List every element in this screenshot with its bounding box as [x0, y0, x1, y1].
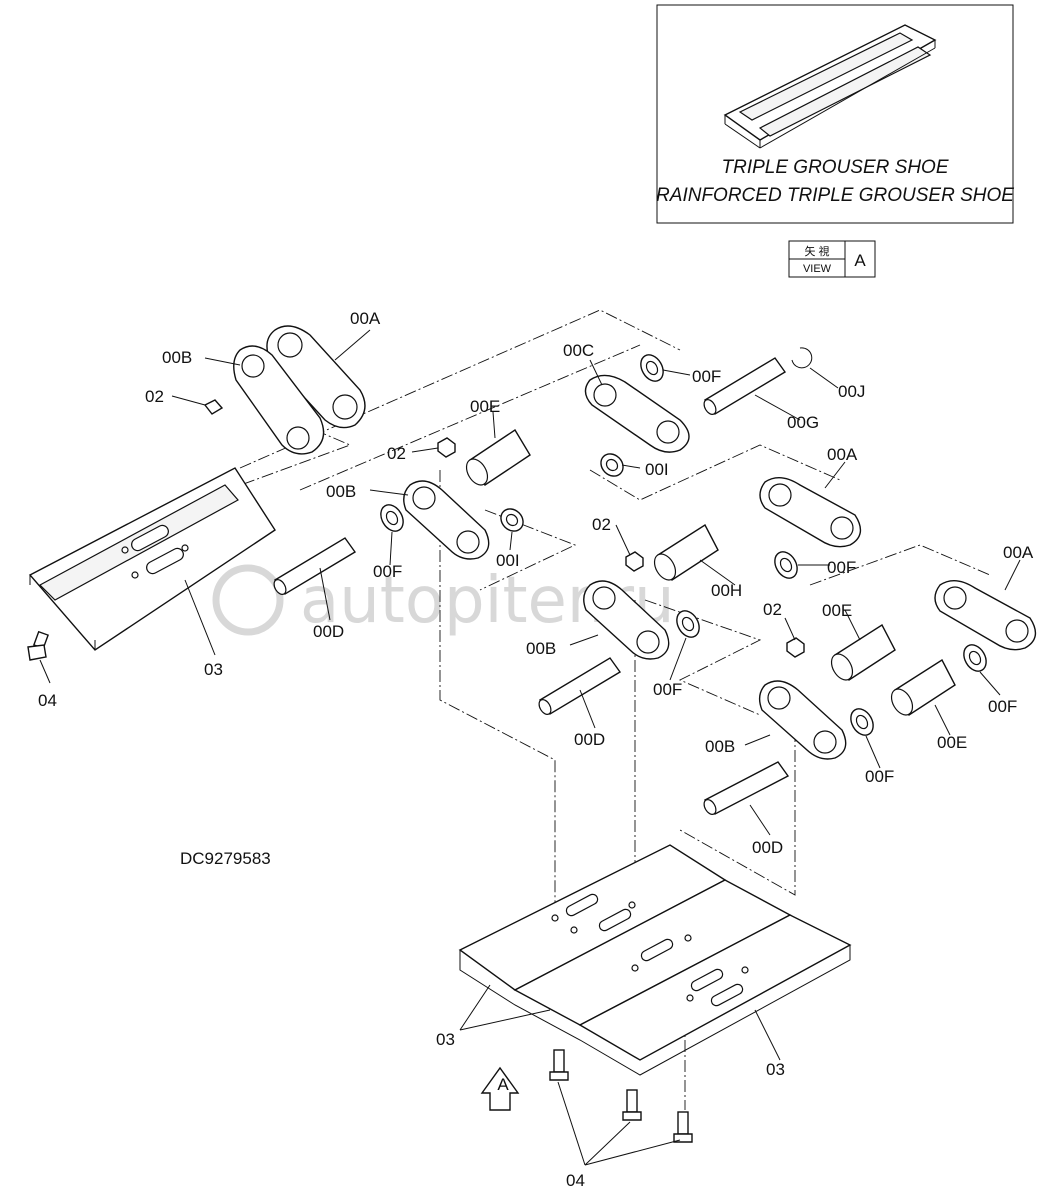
label-00F: 00F — [827, 558, 856, 577]
seals — [380, 354, 987, 736]
nuts — [437, 347, 813, 658]
label-00C: 00C — [563, 341, 594, 360]
bottom-track-shoes — [458, 844, 852, 1076]
label-00F: 00F — [373, 562, 402, 581]
inset-title-line2: RAINFORCED TRIPLE GROUSER SHOE — [656, 185, 1014, 206]
label-02: 02 — [763, 600, 782, 619]
label-00B: 00B — [705, 737, 735, 756]
label-02: 02 — [387, 444, 406, 463]
label-00H: 00H — [711, 581, 742, 600]
link-00B-center — [583, 580, 670, 660]
label-00I: 00I — [645, 460, 669, 479]
inset-frame — [656, 4, 1014, 224]
view-a-arrow: A — [480, 1066, 520, 1111]
label-00A: 00A — [350, 309, 381, 328]
drawing-number: DC9279583 — [180, 849, 271, 868]
label-02: 02 — [145, 387, 164, 406]
part-labels: 00A 00B 02 00C 00F 00J 00G 00E 02 00B 00… — [38, 309, 1034, 1190]
label-00F: 00F — [653, 680, 682, 699]
label-03: 03 — [204, 660, 223, 679]
label-00B: 00B — [526, 639, 556, 658]
label-00B: 00B — [326, 482, 356, 501]
label-04: 04 — [38, 691, 57, 710]
view-marker-jp: 矢 視 — [804, 244, 829, 258]
label-04: 04 — [566, 1171, 585, 1190]
label-00I: 00I — [496, 551, 520, 570]
label-00A: 00A — [1003, 543, 1034, 562]
view-a-marker: 矢 視 VIEW A — [788, 240, 876, 278]
view-marker-word: VIEW — [803, 263, 832, 275]
label-03: 03 — [766, 1060, 785, 1079]
label-00D: 00D — [574, 730, 605, 749]
left-bolt — [27, 630, 49, 661]
watermark-logo-icon — [212, 564, 284, 636]
label-00D: 00D — [313, 622, 344, 641]
label-00E: 00E — [470, 397, 500, 416]
link-00C — [584, 374, 690, 453]
left-link-assembly — [203, 325, 366, 455]
link-00B-lower-right — [758, 680, 847, 760]
link-00B-middle — [403, 480, 490, 560]
label-00F: 00F — [865, 767, 894, 786]
inset-shoe-illustration — [723, 24, 937, 149]
bottom-bolts — [549, 1049, 693, 1143]
view-arrow-letter: A — [497, 1075, 509, 1094]
label-00A: 00A — [827, 445, 858, 464]
label-03: 03 — [436, 1030, 455, 1049]
label-00E: 00E — [822, 601, 852, 620]
leader-lines — [39, 329, 1021, 1166]
label-00E: 00E — [937, 733, 967, 752]
link-00A-right — [759, 477, 862, 548]
label-00D: 00D — [752, 838, 783, 857]
inset-title-line1: TRIPLE GROUSER SHOE — [722, 157, 949, 178]
view-marker-letter: A — [854, 251, 866, 270]
bushings-and-pins — [273, 357, 956, 815]
label-00F: 00F — [988, 697, 1017, 716]
link-00A-far-right — [934, 580, 1037, 651]
inset-panel: TRIPLE GROUSER SHOE RAINFORCED TRIPLE GR… — [656, 4, 1014, 224]
label-00F: 00F — [692, 367, 721, 386]
left-track-shoe — [28, 467, 276, 651]
lock-ring-icon — [791, 347, 813, 369]
label-02: 02 — [592, 515, 611, 534]
label-00G: 00G — [787, 413, 819, 432]
label-00B: 00B — [162, 348, 192, 367]
label-00J: 00J — [838, 382, 865, 401]
